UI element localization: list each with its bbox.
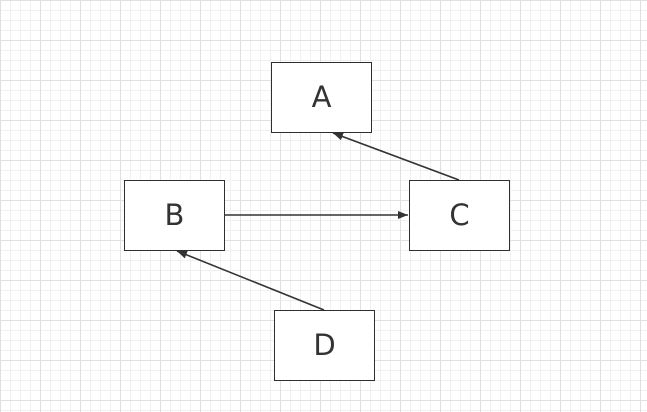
node-a-label: A [311,80,332,114]
node-c-label: C [449,198,470,232]
node-a[interactable]: A [271,62,372,133]
node-d[interactable]: D [274,310,375,381]
edge-d-to-b[interactable] [176,250,325,311]
node-b[interactable]: B [124,180,225,251]
edge-c-to-a[interactable] [332,132,460,181]
node-c[interactable]: C [409,180,510,251]
node-b-label: B [164,198,185,232]
node-d-label: D [313,328,336,362]
